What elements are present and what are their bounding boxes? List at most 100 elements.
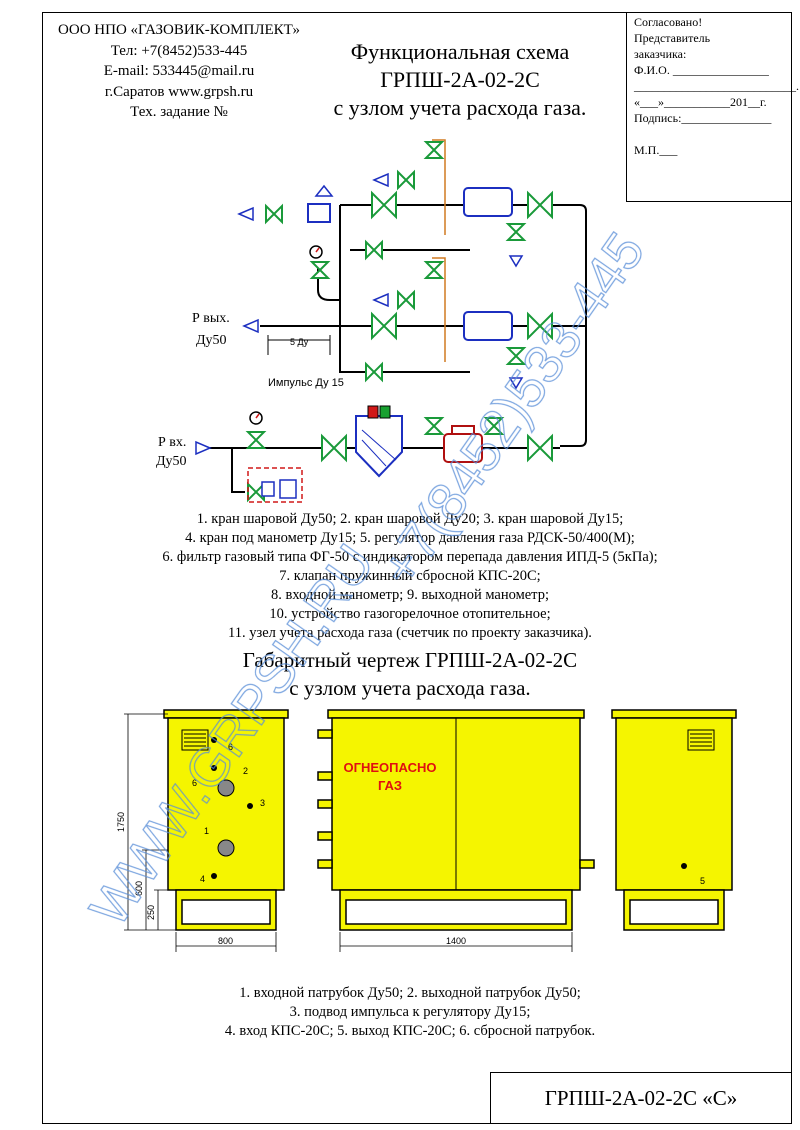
scheme-title-line1: Функциональная схема	[350, 39, 570, 64]
dimension-title-line1: Габаритный чертеж ГРПШ-2А-02-2С	[242, 648, 578, 672]
approval-box	[626, 12, 792, 202]
legend1-line: 8. входной манометр; 9. выходной маномет…	[271, 587, 549, 603]
p-in-label: Р вх.	[158, 435, 186, 450]
ball-valve-icon	[505, 223, 527, 241]
svg-text:5: 5	[700, 876, 705, 886]
dp-indicator-green	[379, 405, 391, 419]
ball-valve-icon	[365, 239, 383, 261]
warning-line1: ОГНЕОПАСНО	[344, 760, 437, 775]
regulator-lower	[463, 311, 513, 341]
gas-meter	[443, 433, 483, 463]
dimension-title: Габаритный чертеж ГРПШ-2А-02-2С с узлом …	[100, 646, 720, 702]
drain-arrow-icon-1	[508, 255, 524, 268]
scheme-title-line3: с узлом учета расхода газа.	[333, 95, 587, 120]
scheme-title-line2: ГРПШ-2А-02-2С	[380, 67, 540, 92]
ball-valve-icon	[527, 311, 553, 341]
ball-valve-icon	[265, 203, 283, 225]
dim-250: 250	[146, 905, 156, 920]
svg-text:4: 4	[200, 874, 205, 884]
dp-indicator-red	[367, 405, 379, 419]
purge-arrow-icon-2	[372, 292, 389, 308]
ball-valve-icon	[527, 433, 553, 463]
ball-valve-icon	[371, 190, 397, 220]
title-stamp: ГРПШ-2А-02-2С «С»	[490, 1072, 792, 1124]
dim-600: 600	[134, 881, 144, 896]
drain-arrow-icon-2	[508, 377, 524, 390]
side-outlet-pipe	[217, 779, 235, 797]
dimension-drawing: 6 6 2 3 1 4 5 ОГНЕОПАСНО ГАЗ 1750 600 25…	[116, 709, 737, 952]
relief-valve-body	[307, 203, 331, 223]
dim-length: 1400	[446, 936, 466, 946]
cabinet-front-roof	[327, 709, 585, 719]
svg-text:2: 2	[243, 766, 248, 776]
legend1-line: 7. клапан пружинный сбросной КПС-20С;	[279, 568, 541, 584]
dim-width: 800	[218, 936, 233, 946]
heater-device-box	[247, 467, 303, 503]
company-phone: Тел: +7(8452)533-445	[110, 42, 248, 59]
company-name: ООО НПО «ГАЗОВИК-КОМПЛЕКТ»	[58, 22, 300, 38]
ball-valve-icon	[527, 190, 553, 220]
legend2-line: 3. подвод импульса к регулятору Ду15;	[289, 1004, 531, 1020]
svg-text:3: 3	[260, 798, 265, 808]
outlet-arrow-icon	[242, 318, 259, 334]
p-out-label: Р вых.	[192, 311, 230, 326]
legend2-line: 4. вход КПС-20С; 5. выход КПС-20С; 6. сб…	[224, 1023, 596, 1039]
ball-valve-icon	[245, 431, 267, 449]
legend1-line: 4. кран под манометр Ду15; 5. регулятор …	[185, 530, 635, 546]
legend1-line: 6. фильтр газовый типа ФГ-50 с индикатор…	[162, 549, 658, 565]
vent-arrow-icon	[237, 206, 254, 222]
inlet-arrow-icon	[195, 440, 212, 456]
legend2-line: 1. входной патрубок Ду50; 2. выходной па…	[239, 985, 581, 1001]
scheme-title: Функциональная схема ГРПШ-2А-02-2С с узл…	[300, 38, 620, 122]
approval-line1: Согласовано!	[634, 15, 703, 29]
approval-block: Согласовано! Представитель заказчика: Ф.…	[634, 14, 799, 158]
regulator-upper	[463, 187, 513, 217]
cabinet-side-roof	[163, 709, 289, 719]
ball-valve-icon	[423, 261, 445, 279]
ball-valve-icon	[397, 169, 415, 191]
ball-valve-icon	[309, 261, 331, 279]
dimension-legend: 1. входной патрубок Ду50; 2. выходной па…	[100, 984, 720, 1041]
svg-text:6: 6	[228, 742, 233, 752]
functional-scheme: 5 Ду Импульс Ду 15 Р вых. Ду50 Р вх. Ду5…	[156, 139, 587, 503]
purge-arrow-icon-1	[372, 172, 389, 188]
svg-text:1: 1	[204, 826, 209, 836]
legend1-line: 10. устройство газогорелочное отопительн…	[269, 606, 551, 622]
approval-line3: заказчика:	[634, 47, 687, 61]
dim-height: 1750	[116, 812, 126, 832]
drawing-frame	[42, 12, 792, 1124]
warning-line2: ГАЗ	[378, 778, 402, 793]
approval-line5: ___________________________.	[634, 79, 799, 93]
company-task: Тех. задание №	[130, 104, 228, 120]
company-block: ООО НПО «ГАЗОВИК-КОМПЛЕКТ» Тел: +7(8452)…	[44, 20, 314, 123]
scheme-legend: 1. кран шаровой Ду50; 2. кран шаровой Ду…	[100, 510, 720, 643]
cabinet-side-body	[167, 717, 285, 891]
approval-line6: «___»___________201__г.	[634, 95, 767, 109]
five-du-label: 5 Ду	[290, 337, 309, 347]
legend1-line: 11. узел учета расхода газа (счетчик по …	[228, 625, 592, 641]
ball-valve-icon	[365, 361, 383, 383]
gas-filter	[355, 415, 403, 478]
legend1-line: 1. кран шаровой Ду50; 2. кран шаровой Ду…	[196, 511, 624, 527]
company-city-site: г.Саратов www.grpsh.ru	[104, 83, 254, 100]
cabinet-right-body	[615, 717, 733, 891]
dimension-title-line2: с узлом учета расхода газа.	[289, 676, 531, 700]
side-inlet-pipe	[217, 839, 235, 857]
ball-valve-icon	[321, 433, 347, 463]
heater-branch	[231, 448, 245, 493]
ball-valve-icon	[483, 417, 505, 435]
impulse-label: Импульс Ду 15	[268, 377, 344, 389]
ball-valve-icon	[505, 347, 527, 365]
du-out-label: Ду50	[196, 333, 227, 348]
approval-line2: Представитель	[634, 31, 711, 45]
svg-text:6: 6	[192, 778, 197, 788]
gauge-branch	[317, 262, 340, 301]
approval-line8: М.П.___	[634, 143, 678, 157]
relief-arrow-icon	[314, 184, 334, 197]
ball-valve-icon	[371, 311, 397, 341]
cabinet-right-roof	[611, 709, 737, 719]
company-email: E-mail: 533445@mail.ru	[103, 63, 255, 79]
bypass-upper	[339, 250, 470, 373]
approval-line4: Ф.И.О. ________________	[634, 63, 769, 77]
ball-valve-icon	[397, 289, 415, 311]
